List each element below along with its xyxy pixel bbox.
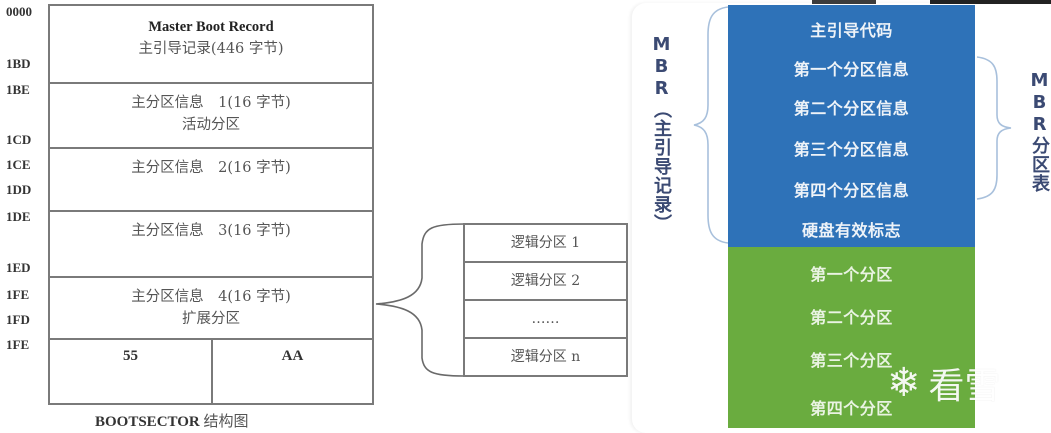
offset-label: 1FD [6, 312, 30, 327]
watermark: ❄ 看雪 [887, 357, 1001, 409]
row-subtitle: 扩展分区 [182, 311, 240, 327]
row-title: Master Boot Record [148, 19, 274, 35]
partition-entry-row: 主分区信息 2(16 字节) [48, 147, 374, 212]
offset-label: 1BE [6, 82, 30, 97]
mbr-item: 第三个分区信息 [793, 140, 910, 159]
logical-partition-item: 逻辑分区 2 [465, 263, 626, 301]
signature-byte: 55 [50, 340, 213, 403]
extended-partition-brace [375, 223, 465, 377]
mbr-item: 硬盘有效标志 [801, 221, 901, 240]
logical-partition-ellipsis: …… [465, 301, 626, 339]
offset-label: 1CD [6, 132, 32, 147]
offset-label: 1DD [6, 182, 32, 197]
caption-cn: 结构图 [203, 414, 249, 430]
mbr-code-row: Master Boot Record 主引导记录(446 字节) [48, 4, 374, 84]
mbr-item: 第四个分区信息 [793, 181, 910, 200]
logical-partition-item: 逻辑分区 n [510, 349, 581, 365]
cropped-strip [930, 0, 1051, 4]
partition-item: 第二个分区 [810, 308, 893, 327]
logical-partitions-list: 逻辑分区 1 逻辑分区 2 …… 逻辑分区 n [463, 223, 628, 377]
row-title: 主分区信息 3(16 字节) [131, 223, 291, 239]
partition-item: 第四个分区 [810, 399, 893, 418]
row-title: 主分区信息 2(16 字节) [131, 160, 291, 176]
partitions-block: 第一个分区 第二个分区 第三个分区 第四个分区 [728, 247, 975, 428]
mbr-item: 第二个分区信息 [793, 99, 910, 118]
logical-partition-item: 逻辑分区 1 [465, 225, 626, 263]
offset-label: 1FE [6, 337, 30, 352]
offset-label: 1FE [6, 287, 30, 302]
diagram-caption: BOOTSECTOR 结构图 [95, 410, 249, 431]
offset-label: 1ED [6, 260, 31, 275]
partition-table-side-label: MBR分区表 [1029, 70, 1050, 193]
offset-label: 1DE [6, 209, 31, 224]
partition-entry-row: 主分区信息 4(16 字节) 扩展分区 [48, 276, 374, 340]
signature-row: 55 AA [48, 338, 374, 405]
mbr-block: 主引导代码 第一个分区信息 第二个分区信息 第三个分区信息 第四个分区信息 硬盘… [728, 5, 975, 247]
cropped-strip [812, 0, 876, 4]
mbr-item: 第一个分区信息 [793, 60, 910, 79]
caption-latin: BOOTSECTOR [95, 414, 200, 430]
offset-label: 1BD [6, 56, 31, 71]
offset-label: 1CE [6, 157, 31, 172]
partition-entry-row: 主分区信息 3(16 字节) [48, 210, 374, 278]
row-title: 主分区信息 4(16 字节) [131, 289, 291, 305]
partition-item: 第一个分区 [810, 265, 893, 284]
snowflake-icon: ❄ [887, 360, 921, 406]
watermark-text: 看雪 [928, 366, 1001, 407]
offset-label: 0000 [6, 4, 32, 19]
row-subtitle: 活动分区 [182, 117, 240, 133]
partition-entry-row: 主分区信息 1(16 字节) 活动分区 [48, 82, 374, 149]
mbr-side-label: MBR（主引导记录） [651, 34, 672, 233]
signature-byte: AA [281, 348, 304, 364]
row-title: 主分区信息 1(16 字节) [131, 95, 291, 111]
row-subtitle: 主引导记录(446 字节) [138, 41, 284, 57]
partition-item: 第三个分区 [810, 351, 893, 370]
mbr-brace [693, 6, 729, 244]
mbr-item: 主引导代码 [810, 21, 893, 40]
partition-table-brace [976, 56, 1012, 200]
